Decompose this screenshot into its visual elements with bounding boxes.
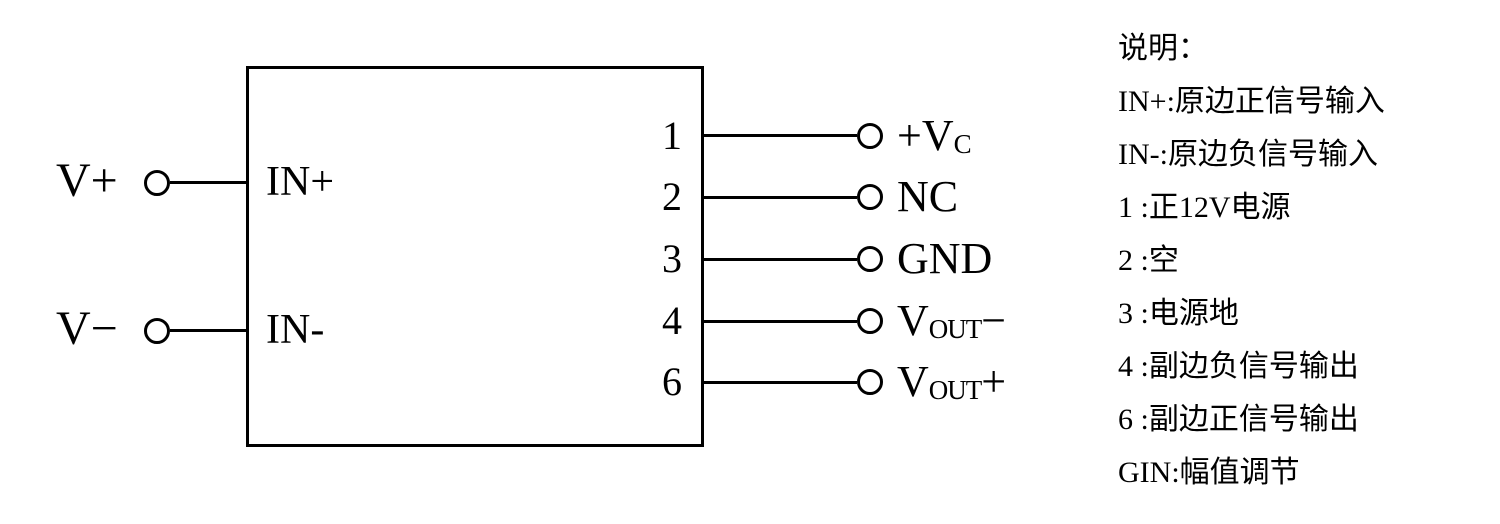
external-terminal-label-v-minus: V− bbox=[56, 302, 118, 355]
note-item-in-plus: IN+:原边正信号输入 bbox=[1118, 85, 1385, 118]
pin-label-suffix: − bbox=[981, 296, 1007, 345]
pin-number-1: 1 bbox=[662, 113, 682, 158]
pin-4-wire bbox=[704, 320, 857, 323]
note-item-pin-6: 6 :副边正信号输出 bbox=[1118, 403, 1359, 436]
note-item-gin: GIN:幅值调节 bbox=[1118, 456, 1300, 489]
pin-label-suffix: + bbox=[981, 357, 1007, 406]
v-minus-terminal-circle bbox=[144, 318, 170, 344]
pin-label-main: V bbox=[897, 357, 929, 406]
pin-2-terminal-circle bbox=[857, 184, 883, 210]
pin-label-sub: OUT bbox=[928, 375, 982, 405]
note-item-in-minus: IN-:原边负信号输入 bbox=[1118, 138, 1378, 171]
internal-pin-label-in-minus: IN- bbox=[266, 307, 325, 353]
v-plus-wire bbox=[170, 181, 246, 184]
pin-label-sub: C bbox=[953, 129, 972, 159]
note-item-pin-3: 3 :电源地 bbox=[1118, 297, 1239, 330]
pin-1-terminal-circle bbox=[857, 123, 883, 149]
pin-3-terminal-circle bbox=[857, 246, 883, 272]
pin-label-vout-minus: VOUT− bbox=[897, 295, 1006, 352]
pin-label-main: V bbox=[897, 296, 929, 345]
pin-label-nc: NC bbox=[897, 171, 958, 228]
pin-6-wire bbox=[704, 381, 857, 384]
internal-pin-label-in-plus: IN+ bbox=[266, 159, 335, 205]
pin-label-main: GND bbox=[897, 234, 993, 283]
v-plus-terminal-circle bbox=[144, 170, 170, 196]
note-item-pin-1: 1 :正12V电源 bbox=[1118, 191, 1291, 224]
pin-3-wire bbox=[704, 258, 857, 261]
pin-label-sub: OUT bbox=[928, 314, 982, 344]
notes-title: 说明： bbox=[1118, 32, 1208, 65]
pin-label-main: +V bbox=[897, 111, 954, 160]
pin-number-3: 3 bbox=[662, 236, 682, 281]
v-minus-wire bbox=[170, 329, 246, 332]
external-terminal-label-v-plus: V+ bbox=[56, 154, 118, 207]
pin-1-wire bbox=[704, 134, 857, 137]
pin-6-terminal-circle bbox=[857, 369, 883, 395]
module-outline bbox=[246, 66, 704, 447]
pin-label-vout-plus: VOUT+ bbox=[897, 356, 1006, 413]
note-item-pin-2: 2 :空 bbox=[1118, 244, 1179, 277]
pin-label-plus-vc: +VC bbox=[897, 110, 972, 167]
pin-number-2: 2 bbox=[662, 174, 682, 219]
pin-label-main: NC bbox=[897, 172, 959, 221]
pin-4-terminal-circle bbox=[857, 308, 883, 334]
pin-number-6: 6 bbox=[662, 359, 682, 404]
note-item-pin-4: 4 :副边负信号输出 bbox=[1118, 350, 1359, 383]
pin-2-wire bbox=[704, 196, 857, 199]
pin-number-4: 4 bbox=[662, 298, 682, 343]
notes-panel: 说明： IN+:原边正信号输入 IN-:原边负信号输入 1 :正12V电源 2 … bbox=[1118, 22, 1478, 499]
pin-label-gnd: GND bbox=[897, 233, 992, 290]
